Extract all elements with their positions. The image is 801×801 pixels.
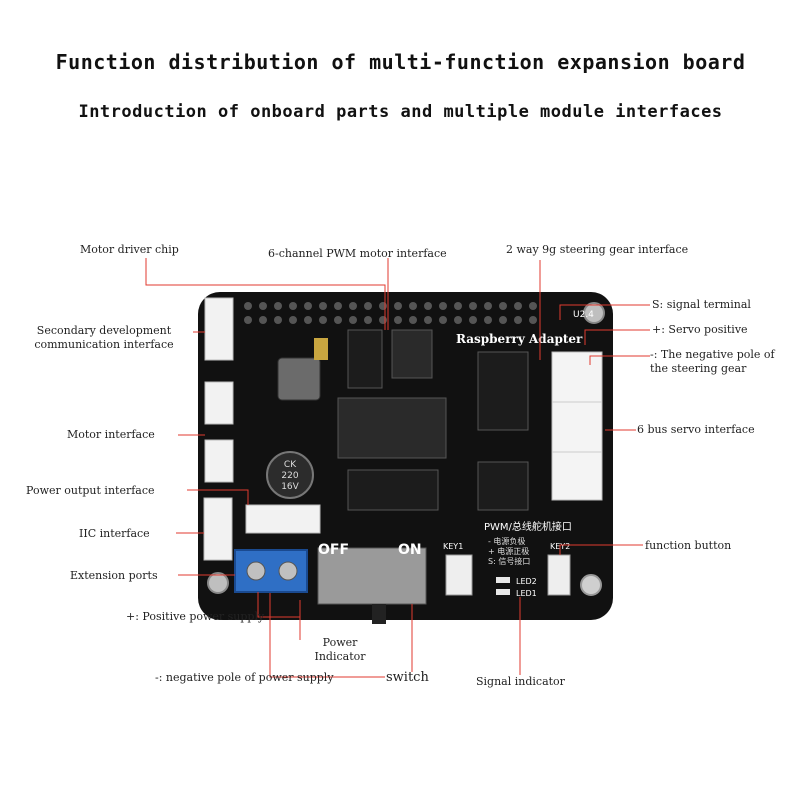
gpio-pin (394, 302, 402, 310)
gpio-pin (514, 302, 522, 310)
board-brand: Raspberry Adapter (456, 332, 583, 346)
gpio-pin (364, 316, 372, 324)
bus-servo-connectors (551, 351, 603, 501)
legend-plus: + 电源正极 (488, 546, 529, 556)
gpio-pin (529, 316, 537, 324)
gpio-pin (289, 316, 297, 324)
capacitor-text-1: CK (284, 460, 297, 470)
gpio-pin (349, 316, 357, 324)
led2-label: LED2 (516, 577, 537, 586)
gpio-pin (379, 302, 387, 310)
power-switch (317, 547, 427, 624)
gpio-pin (394, 316, 402, 324)
gpio-pin (484, 316, 492, 324)
label-negative-pole-line1: -: The negative pole of (650, 348, 775, 361)
capacitor-text-3: 16V (281, 482, 299, 492)
label-power-indicator-line2: Indicator (314, 650, 366, 663)
gpio-pin (349, 302, 357, 310)
label-motor-interface: Motor interface (67, 428, 155, 441)
pwm-motor-header (347, 329, 439, 511)
diagram-title: Function distribution of multi-function … (55, 50, 746, 74)
label-negative-pole-line2: the steering gear (650, 362, 747, 375)
diagram-subtitle: Introduction of onboard parts and multip… (78, 102, 723, 122)
key2-button (547, 554, 571, 596)
power-output-connector (245, 504, 321, 534)
capacitor (266, 451, 314, 499)
led1-label: LED1 (516, 589, 537, 598)
gpio-pin (334, 302, 342, 310)
driver-chip-small (391, 329, 433, 379)
label-power-indicator-line1: Power (322, 636, 358, 649)
gpio-pin (499, 302, 507, 310)
gpio-pin (514, 316, 522, 324)
bus-servo-board-label: PWM/总线舵机接口 (484, 520, 572, 533)
gpio-pin (499, 316, 507, 324)
gpio-pin (439, 316, 447, 324)
gpio-pin (529, 302, 537, 310)
capacitor-text-2: 220 (281, 471, 298, 481)
label-secondary-dev-line2: communication interface (34, 338, 174, 351)
legend-minus: - 电源负极 (488, 536, 525, 546)
gpio-pin (259, 316, 267, 324)
label-motor-driver-chip: Motor driver chip (80, 243, 179, 256)
label-signal-terminal: S: signal terminal (652, 298, 751, 311)
label-signal-indicator: Signal indicator (476, 675, 565, 688)
label-steering-gear-interface: 2 way 9g steering gear interface (506, 243, 689, 256)
label-extension-ports: Extension ports (70, 569, 158, 582)
gpio-pin (469, 316, 477, 324)
label-pwm-motor-interface: 6-channel PWM motor interface (268, 247, 447, 260)
gpio-pin (364, 302, 372, 310)
label-iic-interface: IIC interface (79, 527, 150, 540)
gpio-pin (319, 302, 327, 310)
gpio-pin (304, 302, 312, 310)
label-bus-servo-interface: 6 bus servo interface (637, 423, 755, 436)
gpio-pin (469, 302, 477, 310)
gpio-header (244, 302, 537, 324)
gpio-pin (289, 302, 297, 310)
key1-button (445, 554, 473, 596)
gpio-pin (319, 316, 327, 324)
board-version: U2.4 (573, 310, 594, 320)
gpio-pin (334, 316, 342, 324)
gpio-pin (454, 302, 462, 310)
power-terminal-block (234, 549, 308, 593)
led2 (496, 577, 510, 583)
label-positive-power-supply: +: Positive power supply (126, 610, 265, 623)
motor-connector-2 (204, 439, 234, 483)
gpio-pin (454, 316, 462, 324)
key1-label: KEY1 (443, 542, 463, 551)
led1 (496, 589, 510, 595)
gpio-pin (274, 316, 282, 324)
gpio-pin (379, 316, 387, 324)
inductor (277, 357, 321, 401)
label-secondary-dev-line1: Secondary development (36, 324, 172, 337)
label-function-button: function button (645, 539, 732, 552)
legend-s: S: 信号接口 (488, 556, 530, 566)
motor-driver-chip (337, 397, 447, 459)
gpio-pin (304, 316, 312, 324)
switch-off-label: OFF (318, 542, 349, 558)
smd-component (314, 338, 328, 360)
gpio-pin (274, 302, 282, 310)
gpio-pin (244, 316, 252, 324)
gpio-pin (484, 302, 492, 310)
label-servo-positive: +: Servo positive (652, 323, 748, 336)
gpio-pin (424, 302, 432, 310)
switch-on-label: ON (398, 542, 422, 558)
gpio-pin (409, 316, 417, 324)
label-negative-power-supply: -: negative pole of power supply (155, 671, 334, 684)
gpio-pin (244, 302, 252, 310)
leader-lines (145, 258, 650, 678)
gpio-pin (424, 316, 432, 324)
steering-gear-header (477, 351, 529, 511)
gpio-pin (409, 302, 417, 310)
gpio-pin (439, 302, 447, 310)
iic-connector (203, 497, 233, 561)
label-switch: switch (386, 670, 429, 685)
label-power-output-interface: Power output interface (26, 484, 155, 497)
gpio-pin (259, 302, 267, 310)
secondary-dev-connector (204, 297, 234, 361)
motor-connector-1 (204, 381, 234, 425)
